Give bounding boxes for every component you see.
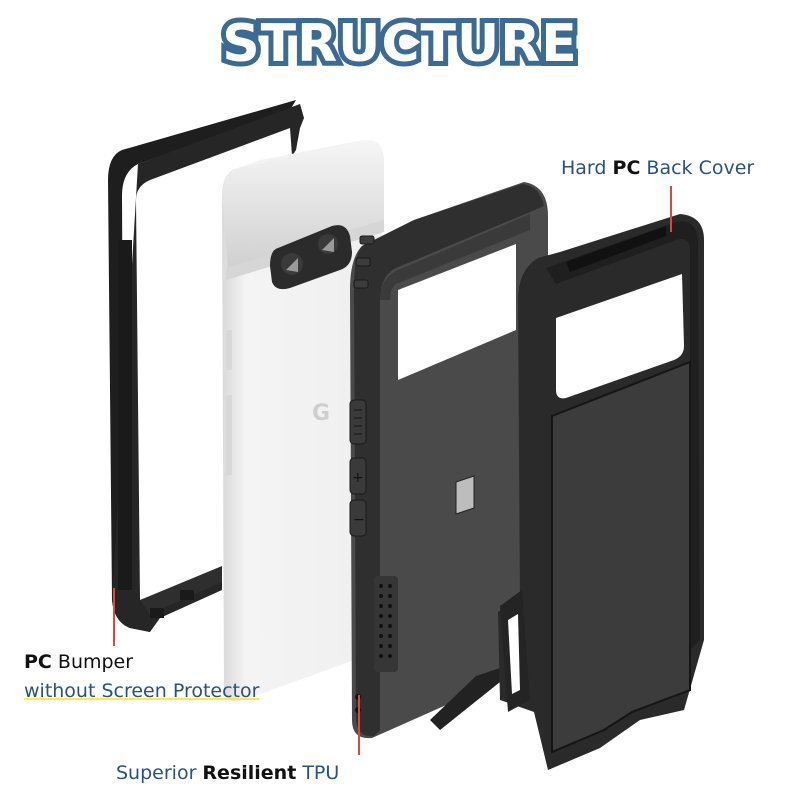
page-title: STRUCTURE [217, 9, 582, 79]
power-button [349, 399, 367, 445]
svg-text:+: + [352, 470, 364, 486]
label-text-bold: PC [24, 651, 52, 673]
label-text-bold: PC [612, 157, 641, 179]
volume-down-button [349, 499, 367, 537]
label-text: Bumper [51, 651, 134, 673]
pointer-tpu [358, 695, 360, 755]
label-without-screen-protector: without Screen Protector [24, 680, 260, 702]
phone-body: G [222, 139, 384, 702]
label-hard-pc-back-cover: Hard PC Back Cover [561, 157, 754, 179]
google-g-logo: G [312, 401, 330, 426]
pointer-back-cover [670, 186, 672, 232]
label-text: Superior [116, 762, 203, 784]
pointer-bumper [113, 588, 115, 646]
label-text: TPU [296, 762, 340, 784]
label-superior-resilient-tpu: Superior Resilient TPU [116, 762, 339, 784]
pc-bumper-frame [108, 100, 304, 632]
volume-up-button [349, 457, 367, 495]
label-text: Hard [561, 157, 613, 179]
label-pc-bumper: PC Bumper [24, 651, 133, 673]
label-text: Back Cover [640, 157, 755, 179]
tpu-case: + − [349, 182, 548, 739]
pc-back-cover [498, 214, 704, 770]
label-text-bold: Resilient [202, 762, 297, 784]
svg-text:−: − [353, 512, 365, 528]
